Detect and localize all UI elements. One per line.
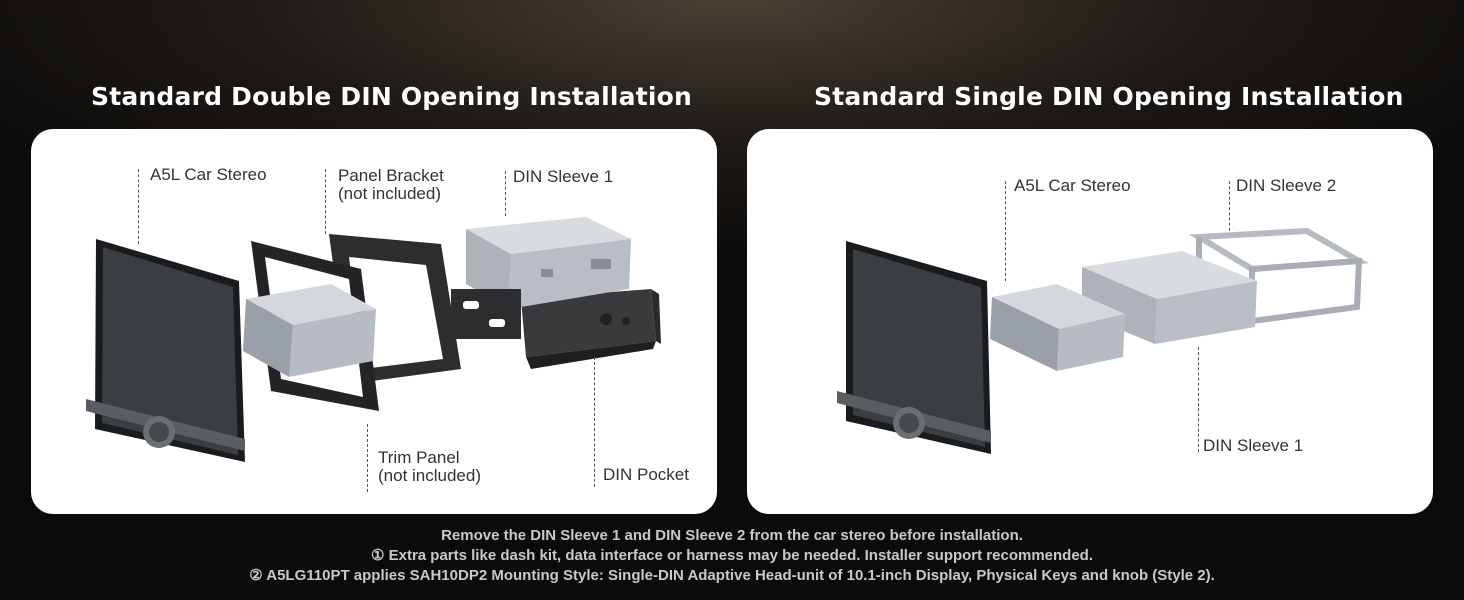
double-din-diagram-panel: A5L Car Stereo Panel Bracket (not includ… [31,129,717,514]
din-sleeve-1-part-right [1082,251,1257,344]
note-extra-parts: ① Extra parts like dash kit, data interf… [370,547,1094,564]
trim-panel-leader [367,424,368,492]
stereo-screen-part [86,239,245,462]
stereo-chassis-part [243,284,376,377]
stereo-screen-part-right [837,241,991,454]
note-remove-sleeves: Remove the DIN Sleeve 1 and DIN Sleeve 2… [441,527,1023,544]
car-stereo-leader-right [1005,181,1006,281]
label-trim-panel: Trim Panel [378,448,460,467]
stereo-chassis-part-right [990,284,1125,371]
din-sleeve-1-leader [505,171,506,216]
single-din-diagram-panel: A5L Car Stereo DIN Sleeve 2 DIN Sleeve 1 [747,129,1433,514]
label-panel-bracket-note: (not included) [338,184,442,203]
installation-notes: Remove the DIN Sleeve 1 and DIN Sleeve 2… [0,526,1464,586]
double-din-title: Standard Double DIN Opening Installation [91,82,693,111]
din-sleeve-1-leader-right [1198,347,1199,452]
single-din-title: Standard Single DIN Opening Installation [814,82,1404,111]
double-din-exploded-illustration [86,217,661,462]
label-din-sleeve-2: DIN Sleeve 2 [1236,176,1337,195]
label-panel-bracket: Panel Bracket [338,166,444,185]
label-car-stereo-right: A5L Car Stereo [1014,176,1131,195]
label-trim-panel-note: (not included) [378,466,482,485]
panel-bracket-leader [325,169,326,234]
car-stereo-leader [138,169,139,244]
din-sleeve-2-leader [1229,181,1230,231]
label-din-pocket: DIN Pocket [603,465,689,484]
din-pocket-part [521,289,661,369]
din-pocket-leader [594,357,595,487]
label-din-sleeve-1-right: DIN Sleeve 1 [1203,436,1304,455]
label-din-sleeve-1: DIN Sleeve 1 [513,167,614,186]
label-car-stereo: A5L Car Stereo [150,165,267,184]
single-din-exploded-illustration [837,227,1369,454]
note-mounting-style: ② A5LG110PT applies SAH10DP2 Mounting St… [249,567,1215,584]
